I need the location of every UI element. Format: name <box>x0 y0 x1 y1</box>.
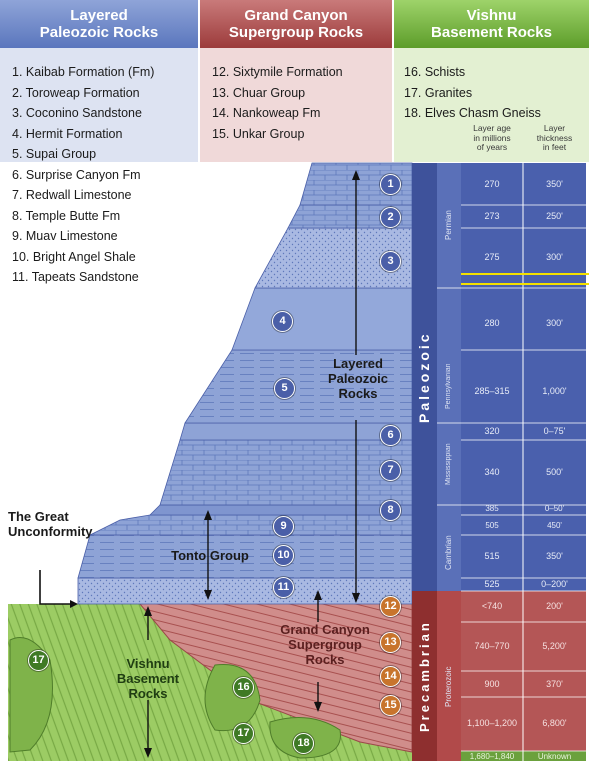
layer-age: 900 <box>461 679 523 690</box>
list-item: 1. Kaibab Formation (Fm) <box>12 62 154 83</box>
layer-age: 273 <box>461 211 523 222</box>
list-item: 3. Coconino Sandstone <box>12 103 154 124</box>
layer-redwall <box>160 440 412 505</box>
layer-thickness: 0–50' <box>523 503 586 514</box>
list-item: 11. Tapeats Sandstone <box>12 267 154 288</box>
layer-muav <box>90 515 412 535</box>
list-item: 10. Bright Angel Shale <box>12 247 154 268</box>
layer-thickness: 200' <box>523 601 586 612</box>
layer-thickness: 350' <box>523 179 586 190</box>
layer-badge: 16 <box>233 677 254 698</box>
layer-thickness: 500' <box>523 467 586 478</box>
period-label-cambrian: Cambrian <box>437 515 461 591</box>
layer-age: 285–315 <box>461 386 523 397</box>
period-label-mississippian: Mississippian <box>437 423 461 505</box>
layer-thickness: 6,800' <box>523 718 586 729</box>
age-column-header: Layer agein millionsof years <box>461 124 523 153</box>
layer-badge: 15 <box>380 695 401 716</box>
list-item: 12. Sixtymile Formation <box>212 62 343 83</box>
list-item: 9. Muav Limestone <box>12 226 154 247</box>
layer-thickness: 450' <box>523 520 586 531</box>
layer-age: 280 <box>461 318 523 329</box>
layer-badge: 11 <box>273 577 294 598</box>
layer-thickness: 350' <box>523 551 586 562</box>
list-item: 8. Temple Butte Fm <box>12 206 154 227</box>
unconformity-arrow <box>40 570 70 604</box>
layer-age: 340 <box>461 467 523 478</box>
list-item: 7. Redwall Limestone <box>12 185 154 206</box>
period-label-permian: Permian <box>437 163 461 288</box>
layer-thickness: 300' <box>523 318 586 329</box>
layer-badge: 6 <box>380 425 401 446</box>
layer-badge: 8 <box>380 500 401 521</box>
layer-age: 1,680–1,840 <box>461 751 523 762</box>
list-item: 6. Surprise Canyon Fm <box>12 165 154 186</box>
layer-age: 275 <box>461 252 523 263</box>
layer-badge: 1 <box>380 174 401 195</box>
layer-badge: 9 <box>273 516 294 537</box>
paleozoic-list: 1. Kaibab Formation (Fm) 2. Toroweap For… <box>12 62 154 288</box>
layer-thickness: 1,000' <box>523 386 586 397</box>
list-item: 13. Chuar Group <box>212 83 343 104</box>
layer-thickness: Unknown <box>523 751 586 762</box>
layer-thickness: 300' <box>523 252 586 263</box>
tonto-group-label: Tonto Group <box>160 548 260 563</box>
layer-badge: 5 <box>274 378 295 399</box>
layer-badge: 2 <box>380 207 401 228</box>
layer-age: 515 <box>461 551 523 562</box>
layer-badge: 17 <box>28 650 49 671</box>
layer-age: <740 <box>461 601 523 612</box>
layer-thickness: 0–200' <box>523 579 586 590</box>
layer-temple-butte <box>150 505 412 515</box>
layer-badge: 17 <box>233 723 254 744</box>
layer-age: 385 <box>461 503 523 514</box>
layer-thickness: 250' <box>523 211 586 222</box>
layer-thickness: 370' <box>523 679 586 690</box>
layer-badge: 12 <box>380 596 401 617</box>
list-item: 5. Supai Group <box>12 144 154 165</box>
layer-age: 320 <box>461 426 523 437</box>
period-label-proterozoic: Proterozoic <box>437 622 461 751</box>
layer-surprise-canyon <box>180 423 412 440</box>
layer-age: 740–770 <box>461 641 523 652</box>
list-item: 17. Granites <box>404 83 541 104</box>
vishnu-list: 16. Schists 17. Granites 18. Elves Chasm… <box>404 62 541 124</box>
list-item: 16. Schists <box>404 62 541 83</box>
layer-age: 525 <box>461 579 523 590</box>
grand-canyon-list: 12. Sixtymile Formation 13. Chuar Group … <box>212 62 343 144</box>
period-label-pennsylvanian: Pennsylvanian <box>437 350 461 423</box>
era-label-paleozoic: Paleozoic <box>412 163 437 591</box>
list-item: 2. Toroweap Formation <box>12 83 154 104</box>
layer-badge: 4 <box>272 311 293 332</box>
layer-badge: 18 <box>293 733 314 754</box>
layer-badge: 14 <box>380 666 401 687</box>
layer-badge: 13 <box>380 632 401 653</box>
list-item: 18. Elves Chasm Gneiss <box>404 103 541 124</box>
layer-hermit <box>232 288 412 350</box>
layer-badge: 7 <box>380 460 401 481</box>
layer-tapeats <box>78 578 412 604</box>
list-item: 4. Hermit Formation <box>12 124 154 145</box>
list-item: 15. Unkar Group <box>212 124 343 145</box>
layer-age: 270 <box>461 179 523 190</box>
layer-badge: 10 <box>273 545 294 566</box>
list-item: 14. Nankoweap Fm <box>212 103 343 124</box>
era-label-precambrian: Precambrian <box>412 591 437 761</box>
layer-age: 505 <box>461 520 523 531</box>
layer-thickness: 0–75' <box>523 426 586 437</box>
layer-thickness: 5,200' <box>523 641 586 652</box>
layer-age: 1,100–1,200 <box>461 718 523 729</box>
layer-badge: 3 <box>380 251 401 272</box>
